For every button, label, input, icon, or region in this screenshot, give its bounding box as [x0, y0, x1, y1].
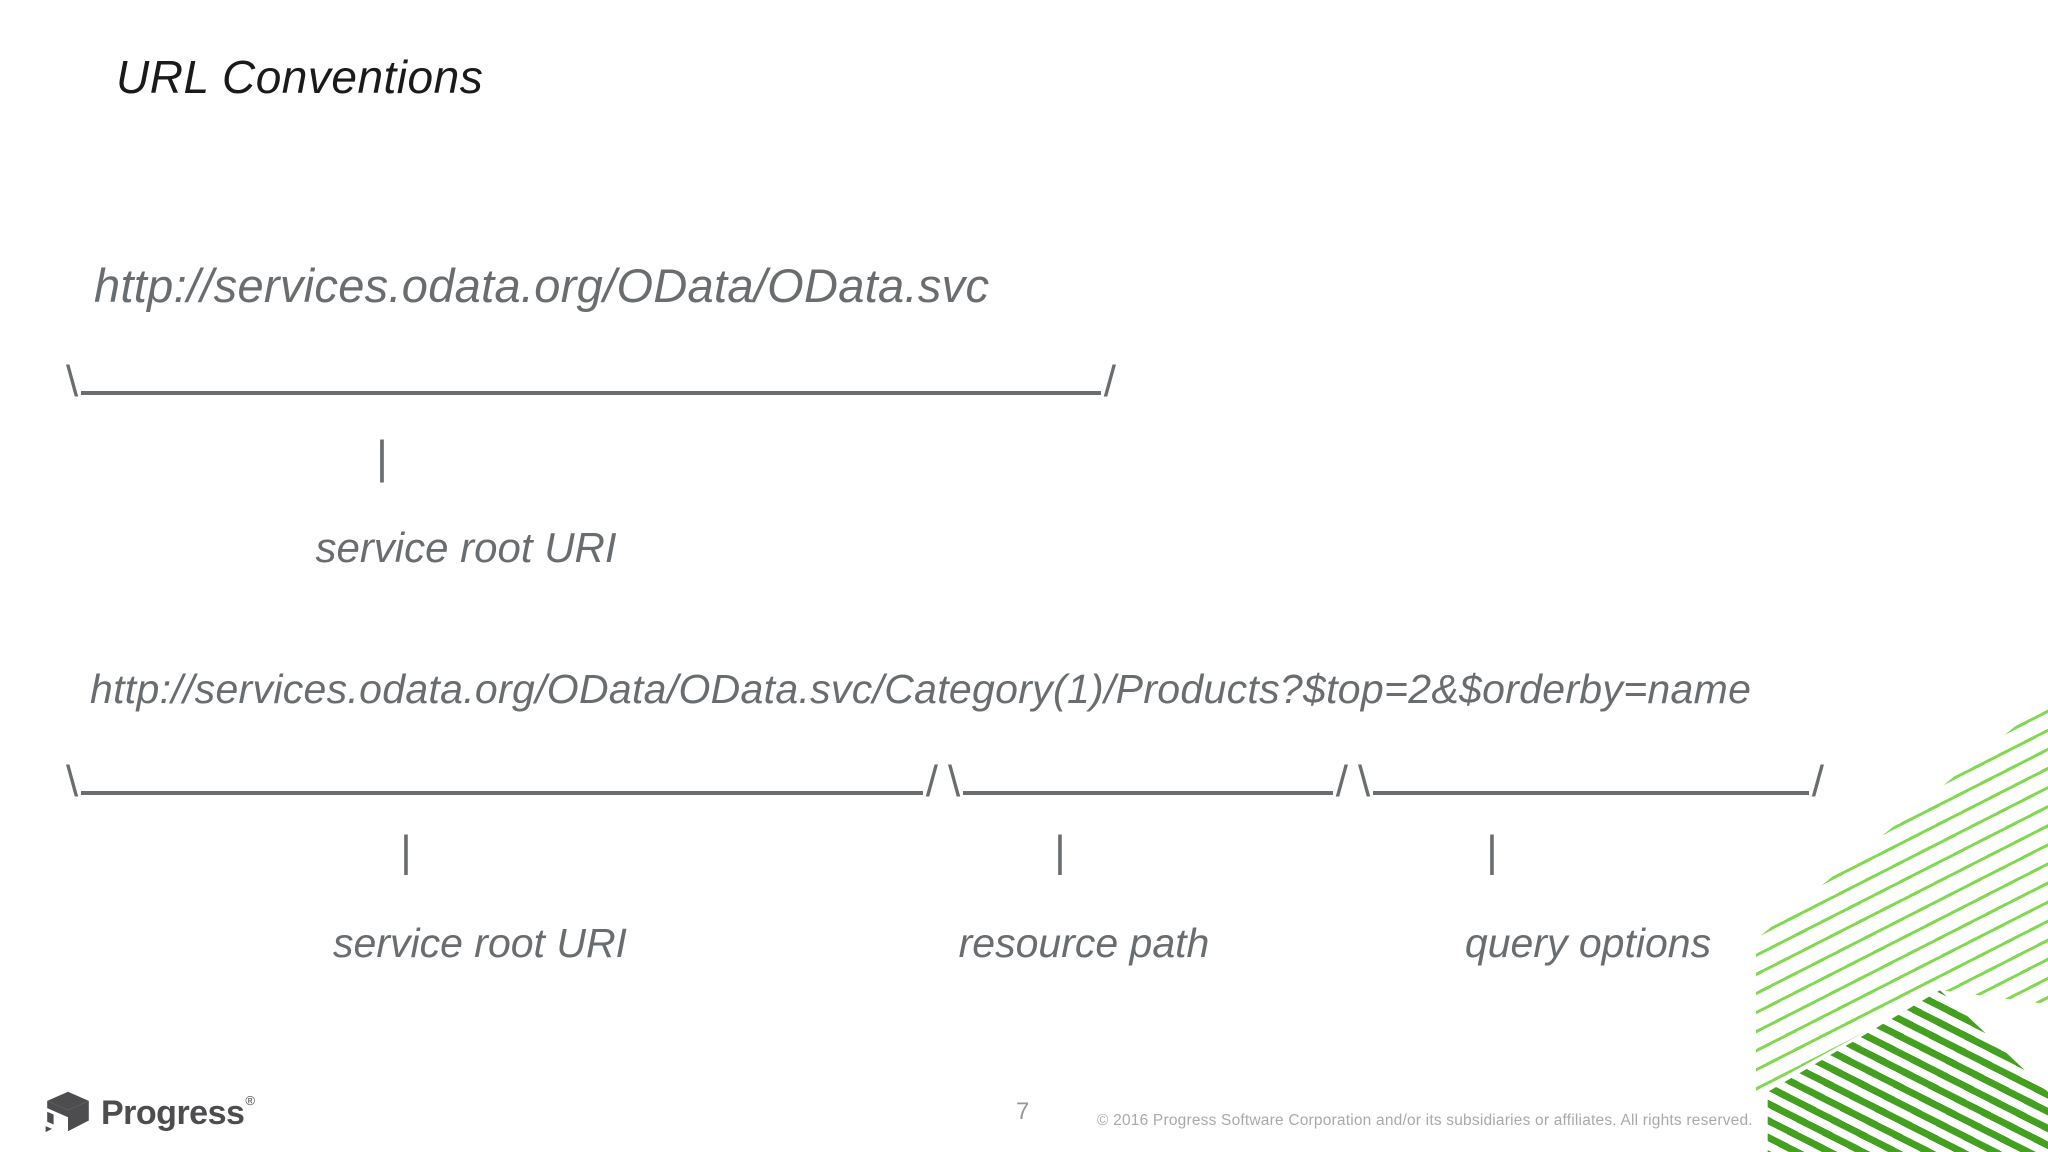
url-example-2: http://services.odata.org/OData/OData.sv… [90, 666, 1752, 712]
segment-label-resource-path: resource path [958, 920, 1210, 966]
progress-logo: Progress® [44, 1090, 255, 1135]
segment-label-query-options: query options [1464, 920, 1712, 966]
segment-label-service-root-uri: service root URI [315, 524, 617, 571]
bracket-close-glyph: / [1335, 757, 1348, 806]
page-number: 7 [1016, 1098, 1030, 1125]
bracket-underline [81, 391, 1101, 395]
slide-title: URL Conventions [116, 51, 484, 103]
bracket-underline [1373, 791, 1809, 795]
bracket-close-glyph: / [1103, 357, 1116, 406]
bracket-open-glyph: \ [66, 357, 79, 406]
copyright-text: © 2016 Progress Software Corporation and… [1097, 1112, 1753, 1129]
segment-label-service-root-uri: service root URI [333, 920, 627, 966]
pointer-pipe: | [1054, 827, 1066, 876]
url-example-1: http://services.odata.org/OData/OData.sv… [94, 259, 990, 312]
bracket-service-root-uri-2: \ / [66, 750, 938, 804]
progress-logo-text: Progress® [101, 1092, 255, 1132]
bracket-resource-path: \ / [948, 750, 1348, 804]
bracket-underline [963, 791, 1333, 795]
bracket-service-root-uri: \ / [66, 348, 1116, 404]
bracket-close-glyph: / [925, 757, 938, 806]
bracket-query-options: \ / [1358, 750, 1824, 804]
pointer-pipe: | [1486, 827, 1498, 876]
bracket-close-glyph: / [1811, 757, 1824, 806]
bracket-open-glyph: \ [1358, 757, 1371, 806]
bracket-underline [81, 791, 923, 795]
bracket-open-glyph: \ [948, 757, 961, 806]
pointer-pipe: | [376, 431, 388, 483]
progress-chevron-cube-icon [45, 1091, 89, 1133]
bracket-open-glyph: \ [66, 757, 79, 806]
registered-mark: ® [245, 1092, 255, 1108]
pointer-pipe: | [400, 827, 412, 876]
